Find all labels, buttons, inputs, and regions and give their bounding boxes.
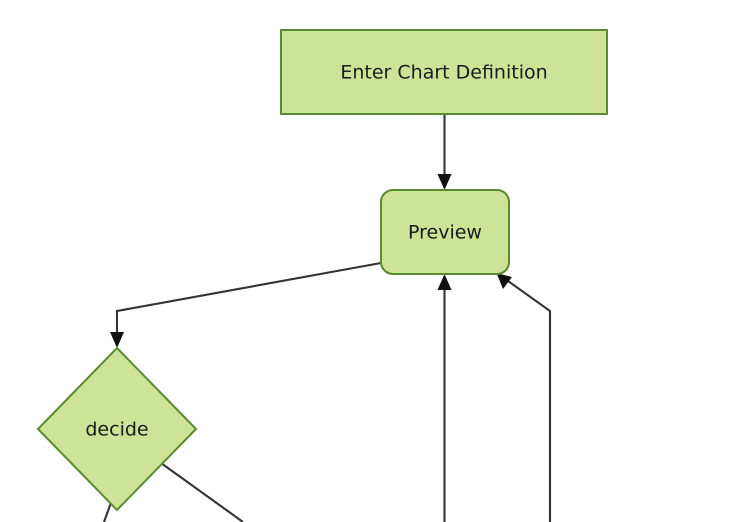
edge-decide-to-offscreen-right[interactable]: [160, 462, 244, 522]
arrow-head-icon: [110, 332, 124, 348]
edge-line: [507, 280, 552, 522]
node-shape-rectangle: [280, 29, 608, 115]
node-label-decide: decide: [85, 419, 148, 441]
node-shape-rounded-rectangle: [380, 189, 510, 275]
edge-offscreen-right-to-preview[interactable]: [496, 273, 552, 522]
arrow-head-icon: [437, 174, 452, 190]
edge-line: [160, 462, 244, 522]
edge-group: [103, 114, 552, 522]
node-shape-diamond: [36, 346, 198, 512]
arrow-head-icon: [496, 273, 512, 289]
edge-line: [115, 261, 382, 336]
node-enter-chart-definition[interactable]: Enter Chart Definition: [280, 29, 608, 115]
edge-enter-to-preview[interactable]: [437, 114, 452, 190]
node-preview[interactable]: Preview: [380, 189, 510, 275]
node-decide[interactable]: decide: [36, 346, 198, 512]
edge-preview-to-decide[interactable]: [110, 261, 382, 348]
node-label-enter-chart-definition: Enter Chart Definition: [340, 62, 547, 84]
node-label-preview: Preview: [408, 222, 482, 244]
edge-offscreen-center-to-preview[interactable]: [437, 274, 452, 522]
arrow-head-icon: [437, 274, 452, 290]
